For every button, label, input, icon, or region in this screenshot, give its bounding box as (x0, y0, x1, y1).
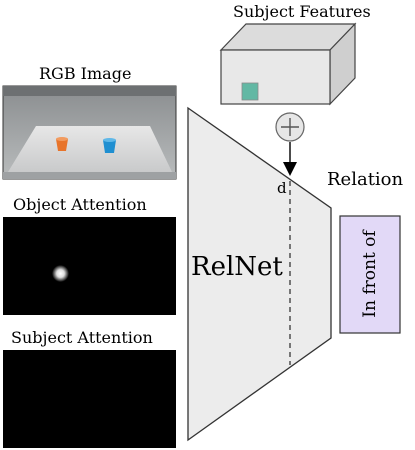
rgb-image (2, 85, 177, 180)
subject-attention-label: Subject Attention (11, 328, 153, 347)
subject-features-label: Subject Features (233, 2, 371, 21)
subject-attention-map (3, 350, 176, 448)
relnet-label: RelNet (191, 252, 283, 282)
relnet-network (187, 106, 332, 442)
relation-output-box (339, 215, 401, 334)
feature-patch (241, 82, 259, 101)
subject-features-box (219, 22, 357, 106)
concat-plus-icon (275, 112, 305, 142)
orange-cup (56, 137, 68, 151)
object-attention-label: Object Attention (13, 195, 147, 214)
rgb-image-label: RGB Image (39, 64, 132, 83)
relation-output-text: In front of (360, 230, 380, 318)
relation-label: Relation (327, 169, 404, 190)
object-attention-map (3, 217, 176, 315)
blue-cup (103, 138, 116, 153)
dim-label: d (277, 179, 287, 197)
